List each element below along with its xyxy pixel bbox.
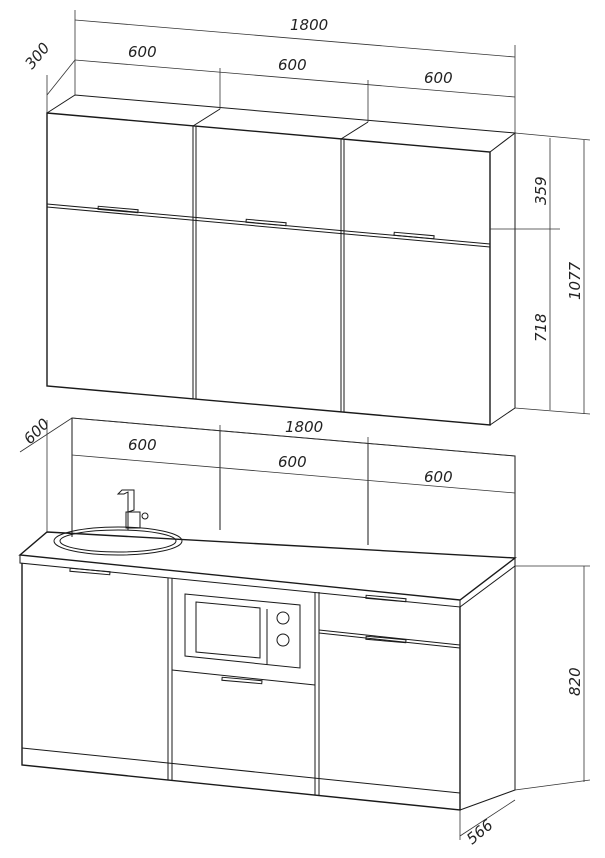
handle <box>97 205 139 214</box>
handle <box>393 231 435 240</box>
upper-cabinets <box>46 94 517 426</box>
dim-lower-cabinet-depth: 566 <box>463 816 497 848</box>
faucet-icon <box>116 489 149 530</box>
handle <box>245 218 287 227</box>
dim-lower-total-width: 1800 <box>285 418 323 436</box>
dim-upper-module-1: 600 <box>128 43 157 61</box>
dim-lower-height: 820 <box>566 667 584 696</box>
dim-lower-module-1: 600 <box>128 436 157 454</box>
sink <box>53 526 183 556</box>
dim-upper-top-height: 359 <box>532 176 550 205</box>
lower-dimensions: 600 1800 600 600 600 820 566 <box>19 415 591 848</box>
dim-lower-depth: 600 <box>20 415 53 448</box>
dim-lower-module-2: 600 <box>278 453 307 471</box>
microwave <box>184 593 301 669</box>
dim-upper-depth: 300 <box>21 39 53 73</box>
dim-upper-module-2: 600 <box>278 56 307 74</box>
dim-lower-module-3: 600 <box>424 468 453 486</box>
lower-cabinets <box>18 417 517 811</box>
upper-front-face <box>46 112 491 426</box>
countertop <box>18 531 517 601</box>
dim-upper-total-height: 1077 <box>566 261 584 300</box>
dim-upper-bottom-height: 718 <box>532 313 550 342</box>
dim-upper-total-width: 1800 <box>290 16 328 34</box>
dim-upper-module-3: 600 <box>424 69 453 87</box>
